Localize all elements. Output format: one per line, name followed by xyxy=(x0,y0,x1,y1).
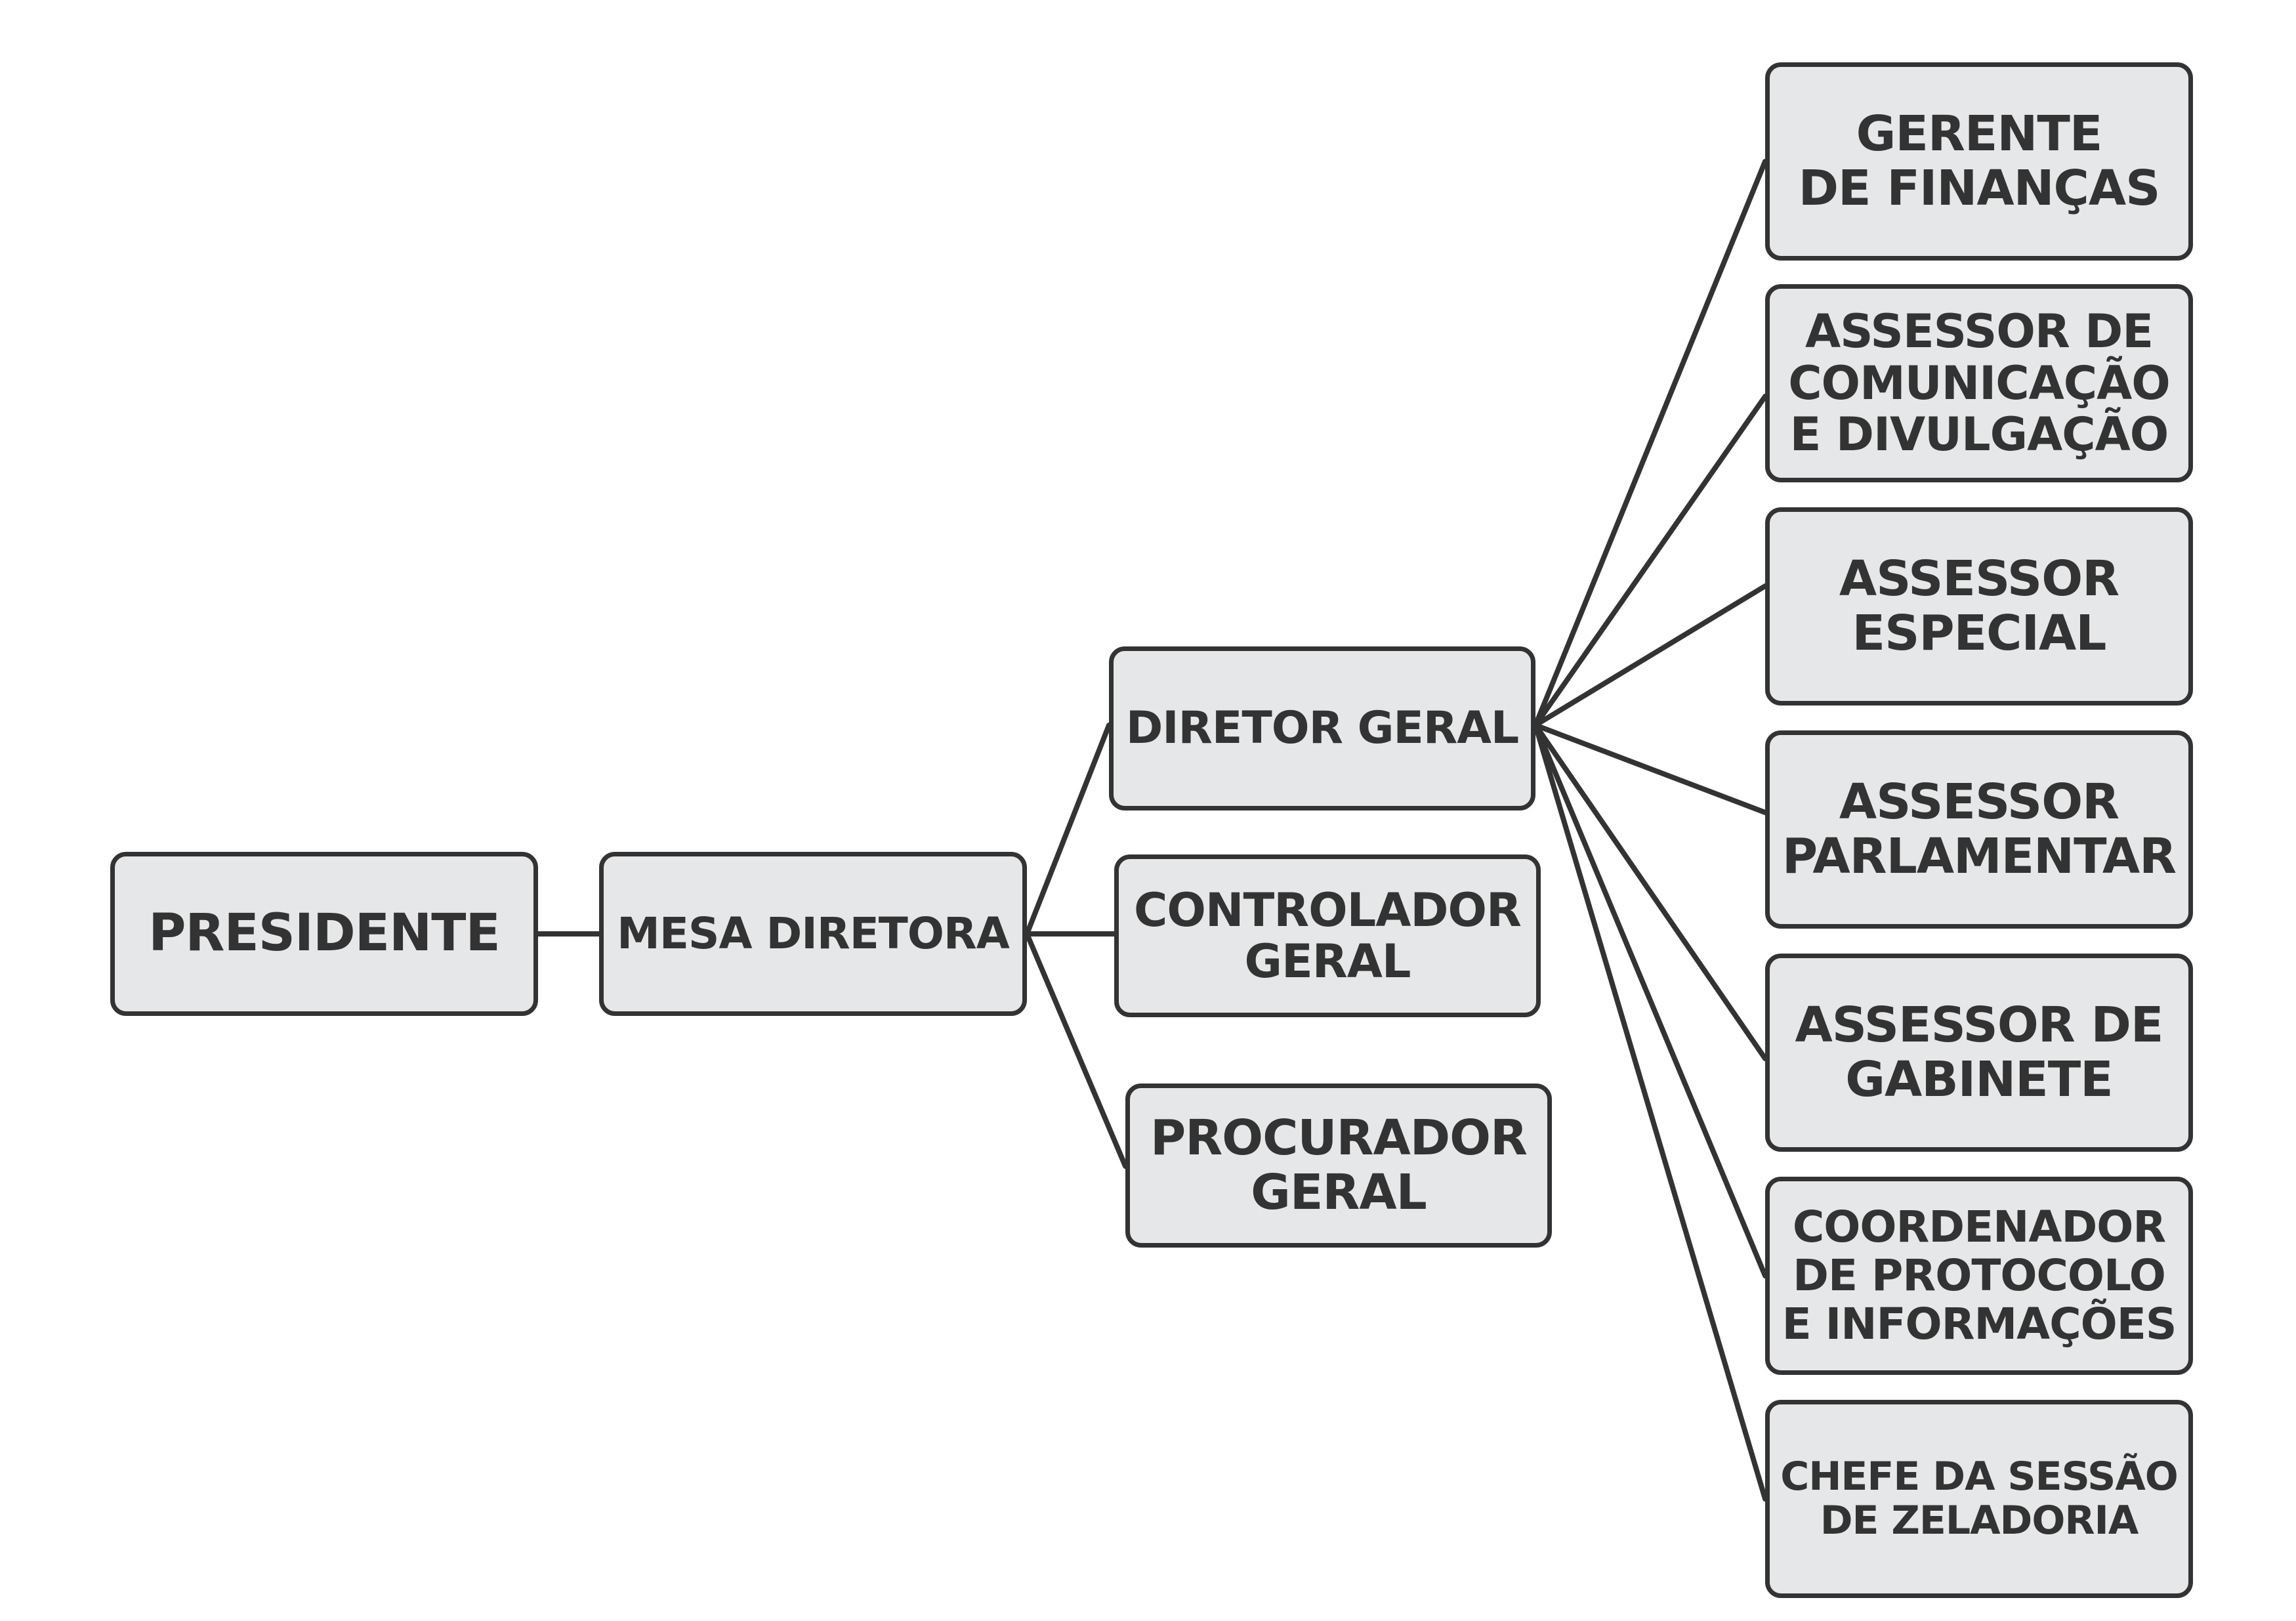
connector-diretor-especial xyxy=(1533,583,1768,728)
node-controlador-geral-line-2: GERAL xyxy=(1244,935,1411,988)
connector-diretor-financas xyxy=(1533,159,1768,728)
node-presidente-line-1: PRESIDENTE xyxy=(148,904,501,963)
node-diretor-geral: DIRETOR GERAL xyxy=(1109,646,1535,810)
node-assessor-gabinete-line-1: ASSESSOR DE xyxy=(1795,997,2164,1054)
node-assessor-especial-line-1: ASSESSOR xyxy=(1839,551,2119,608)
node-mesa-diretora: MESA DIRETORA xyxy=(599,852,1027,1016)
node-mesa-diretora-line-1: MESA DIRETORA xyxy=(617,908,1010,959)
connector-diretor-gabinete xyxy=(1533,723,1768,1061)
connector-mesa-procurador xyxy=(1024,931,1128,1169)
node-assessor-parlamentar-line-2: PARLAMENTAR xyxy=(1782,828,2177,885)
node-assessor-especial: ASSESSOR ESPECIAL xyxy=(1765,507,2193,705)
node-gerente-financas-line-2: DE FINANÇAS xyxy=(1798,160,2161,217)
connector-diretor-comunicacao xyxy=(1533,394,1768,728)
node-procurador-geral: PROCURADOR GERAL xyxy=(1125,1084,1552,1248)
connector-mesa-diretor xyxy=(1024,723,1112,937)
node-assessor-gabinete-line-2: GABINETE xyxy=(1845,1051,2113,1108)
node-assessor-comunicacao-line-1: ASSESSOR DE xyxy=(1805,305,2154,359)
node-chefe-zeladoria: CHEFE DA SESSÃO DE ZELADORIA xyxy=(1765,1400,2193,1598)
node-assessor-comunicacao-line-2: COMUNICAÇÃO xyxy=(1788,356,2171,410)
node-gerente-financas-line-1: GERENTE xyxy=(1856,106,2103,163)
node-coordenador-protocolo: COORDENADOR DE PROTOCOLO E INFORMAÇÕES xyxy=(1765,1177,2193,1375)
node-assessor-comunicacao-line-3: E DIVULGAÇÃO xyxy=(1789,408,2169,462)
node-gerente-financas: GERENTE DE FINANÇAS xyxy=(1765,62,2193,261)
node-coordenador-protocolo-line-3: E INFORMAÇÕES xyxy=(1782,1298,2177,1349)
node-coordenador-protocolo-line-1: COORDENADOR xyxy=(1792,1202,2166,1253)
node-assessor-especial-line-2: ESPECIAL xyxy=(1852,605,2107,662)
connector-diretor-zeladoria xyxy=(1533,723,1768,1502)
node-assessor-parlamentar-line-1: ASSESSOR xyxy=(1839,774,2119,831)
node-procurador-geral-line-1: PROCURADOR xyxy=(1150,1110,1528,1167)
node-assessor-comunicacao: ASSESSOR DE COMUNICAÇÃO E DIVULGAÇÃO xyxy=(1765,284,2193,482)
node-diretor-geral-line-1: DIRETOR GERAL xyxy=(1125,702,1519,754)
node-assessor-parlamentar: ASSESSOR PARLAMENTAR xyxy=(1765,730,2193,929)
connector-diretor-protocolo xyxy=(1533,723,1768,1278)
connector-diretor-parlamentar xyxy=(1533,723,1768,815)
node-procurador-geral-line-2: GERAL xyxy=(1251,1164,1427,1221)
node-chefe-zeladoria-line-2: DE ZELADORIA xyxy=(1820,1498,2139,1544)
node-assessor-gabinete: ASSESSOR DE GABINETE xyxy=(1765,954,2193,1152)
node-controlador-geral-line-1: CONTROLADOR xyxy=(1134,883,1522,937)
node-coordenador-protocolo-line-2: DE PROTOCOLO xyxy=(1793,1250,2166,1301)
node-chefe-zeladoria-line-1: CHEFE DA SESSÃO xyxy=(1780,1453,2179,1500)
node-presidente: PRESIDENTE xyxy=(110,852,538,1016)
node-controlador-geral: CONTROLADOR GERAL xyxy=(1114,854,1541,1017)
